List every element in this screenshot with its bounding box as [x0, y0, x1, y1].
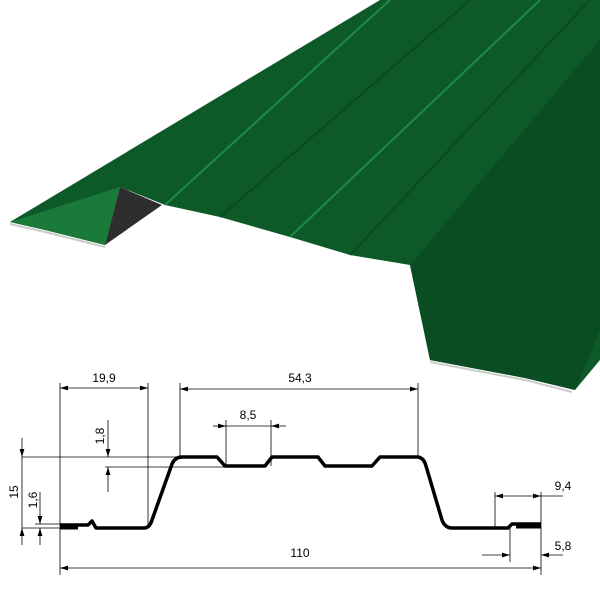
sheet-rib-line: [219, 0, 471, 218]
sheet-edge: [9, 223, 106, 248]
profile-section: [60, 455, 541, 530]
dim-height: 15: [7, 485, 21, 499]
sheet-right-slope: [410, 40, 600, 390]
sheet-rib-line: [349, 0, 591, 256]
dimension-lines: [19, 385, 563, 571]
dim-groove-depth: 1,8: [93, 427, 107, 444]
sheet-rib-inner: [105, 187, 162, 245]
extension-lines: [22, 383, 542, 575]
dim-left-offset: 19,9: [92, 371, 116, 385]
sheet-rib-line: [289, 0, 541, 238]
dim-total-width: 110: [290, 546, 309, 560]
sheet-edge: [429, 361, 573, 393]
sheet-rib-face: [10, 187, 120, 245]
dim-hem-thickness: 1,6: [26, 491, 40, 508]
dim-top-span: 54,3: [288, 371, 312, 385]
dim-groove-width: 8,5: [240, 408, 257, 422]
dim-right-hem: 5,8: [555, 539, 572, 553]
sheet-rib-line: [164, 0, 391, 206]
dim-right-step: 9,4: [555, 479, 572, 493]
